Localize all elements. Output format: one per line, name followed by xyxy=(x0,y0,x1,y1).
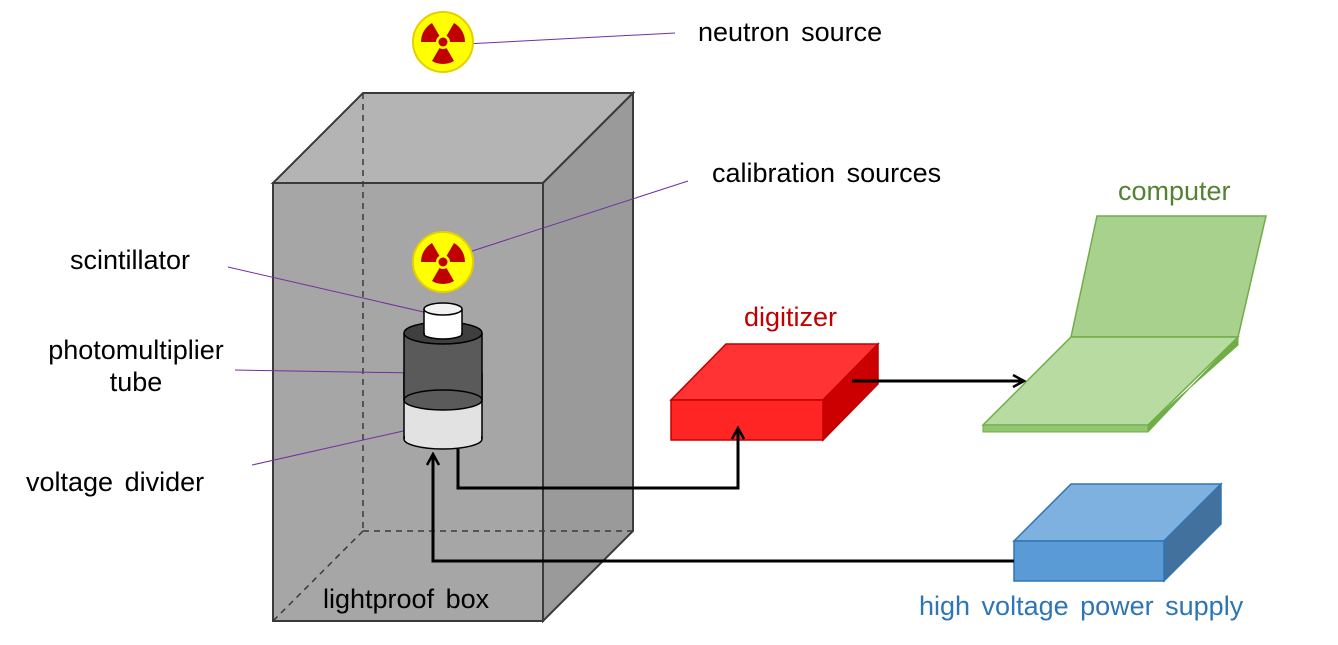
lightproof-box-label: lightproof box xyxy=(323,584,490,614)
detector-assembly xyxy=(403,302,483,450)
photomultiplier-label-line1: photomultiplier xyxy=(48,335,224,365)
radiation-icon xyxy=(412,231,474,293)
power-supply-block xyxy=(1012,482,1223,583)
hv-cable-to-divider xyxy=(433,454,1014,563)
leader-lines xyxy=(227,32,689,466)
box-side-face xyxy=(542,90,634,624)
scintillator-label: scintillator xyxy=(70,245,191,275)
digitizer-label: digitizer xyxy=(744,302,838,332)
scintillator-cylinder xyxy=(423,302,463,340)
leader-neutron-source xyxy=(464,32,676,45)
digitizer-block xyxy=(669,342,880,442)
laptop-screen xyxy=(1070,215,1267,338)
photomultiplier-tube-label: photomultiplier tube xyxy=(28,334,244,398)
photomultiplier-label-line2: tube xyxy=(109,367,163,397)
laptop-base-front xyxy=(982,424,1149,433)
connections xyxy=(433,381,1024,563)
leader-calibration-sources xyxy=(465,180,689,254)
leader-voltage-divider xyxy=(251,424,431,466)
voltage-divider-label: voltage divider xyxy=(26,467,205,497)
power-supply-front xyxy=(1013,540,1165,582)
digitizer-front xyxy=(670,399,824,441)
leader-photomultiplier xyxy=(234,369,416,374)
computer-laptop xyxy=(981,215,1267,433)
calibration-sources-label: calibration sources xyxy=(712,158,942,188)
neutron-source-label: neutron source xyxy=(698,17,883,47)
high-voltage-power-supply-label: high voltage power supply xyxy=(919,591,1244,621)
radiation-icon xyxy=(412,11,474,73)
leader-scintillator xyxy=(227,266,429,314)
signal-cable-to-digitizer xyxy=(456,428,738,490)
computer-label: computer xyxy=(1118,176,1231,206)
